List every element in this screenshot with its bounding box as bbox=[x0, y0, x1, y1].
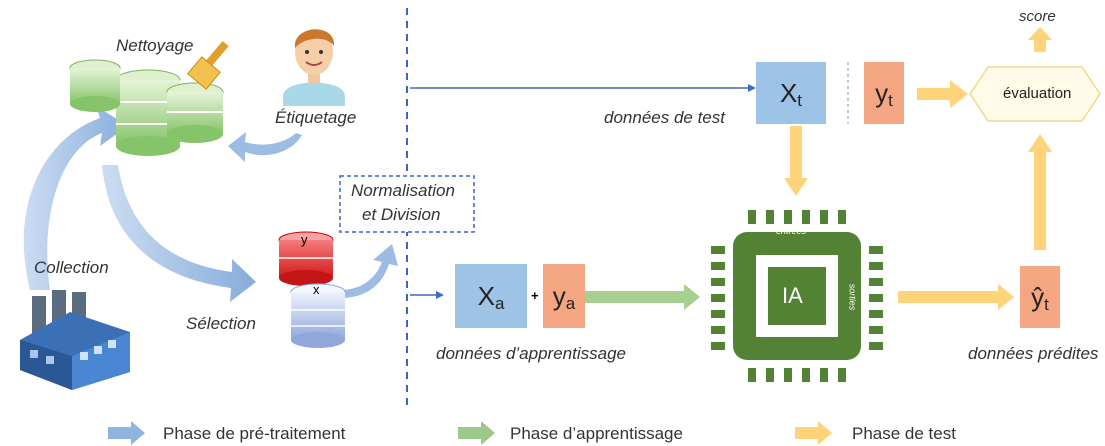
yhat-main: ŷ bbox=[1031, 281, 1045, 312]
arrow-cleaning-to-selection bbox=[102, 165, 256, 302]
evaluation-hexagon bbox=[969, 66, 1101, 122]
label-donnees-test: données de test bbox=[604, 108, 725, 127]
yt-sub: t bbox=[888, 91, 893, 110]
label-score: score bbox=[1019, 8, 1056, 25]
xt-main: X bbox=[779, 77, 798, 108]
features-database-icon bbox=[290, 283, 346, 348]
label-normalisation-line1: Normalisation bbox=[351, 181, 455, 200]
chip-right-label: sorties bbox=[847, 283, 858, 311]
plus-sign: + bbox=[531, 288, 539, 303]
label-selection: Sélection bbox=[186, 314, 256, 333]
label-nettoyage: Nettoyage bbox=[116, 36, 194, 55]
evaluation-label: évaluation bbox=[1003, 85, 1072, 102]
cleaning-database-icon bbox=[69, 59, 224, 156]
label-donnees-apprentissage: données d’apprentissage bbox=[436, 344, 626, 363]
factory-icon bbox=[20, 290, 130, 390]
person-avatar-icon bbox=[283, 29, 345, 106]
db-y-label: y bbox=[301, 232, 308, 247]
db-x-label: x bbox=[313, 282, 320, 297]
yt-main: y bbox=[875, 77, 889, 108]
xa-main: X bbox=[477, 280, 495, 311]
legend-arrow-test bbox=[795, 421, 832, 445]
test-arrows bbox=[784, 27, 1052, 310]
legend-arrow-preprocessing bbox=[108, 421, 145, 445]
xt-sub: t bbox=[797, 91, 803, 110]
label-normalisation-line2: et Division bbox=[362, 205, 441, 224]
ai-chip-icon bbox=[711, 210, 883, 382]
label-etiquetage: Étiquetage bbox=[275, 108, 357, 127]
xa-sub: a bbox=[494, 294, 505, 313]
legend-label-training: Phase d’apprentissage bbox=[510, 424, 683, 443]
legend-arrow-training bbox=[458, 421, 495, 445]
normalisation-box bbox=[339, 175, 475, 233]
ya-main: y bbox=[552, 280, 566, 311]
target-database-icon bbox=[278, 231, 334, 286]
label-collection: Collection bbox=[34, 258, 109, 277]
chip-left-label: enrichissement bbox=[724, 266, 735, 328]
yhat-sub: t bbox=[1044, 295, 1049, 314]
green-arrow bbox=[585, 291, 685, 303]
arrow-selection-to-normalisation bbox=[340, 244, 398, 298]
arrow-labeling-to-cleaning bbox=[228, 132, 302, 162]
label-donnees-predites: données prédites bbox=[968, 344, 1099, 363]
legend-label-test: Phase de test bbox=[852, 424, 956, 443]
chip-top-label: entrées bbox=[776, 226, 807, 236]
brush-icon bbox=[187, 40, 229, 90]
chip-center-label: IA bbox=[782, 283, 803, 308]
ya-sub: a bbox=[565, 294, 576, 313]
legend-label-preprocessing: Phase de pré-traitement bbox=[163, 424, 346, 443]
